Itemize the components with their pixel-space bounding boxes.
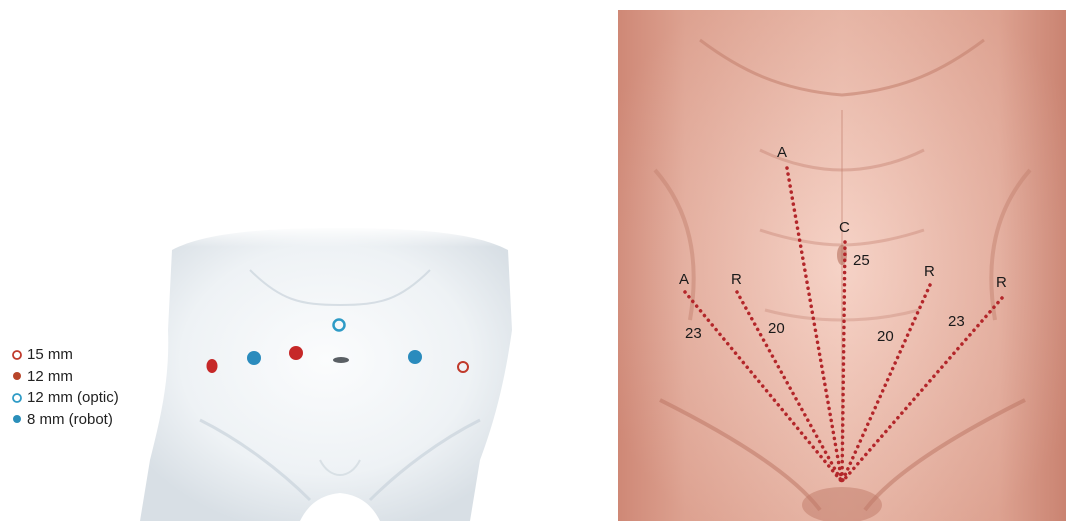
port-robot-left [247,351,261,365]
legend-item: 12 mm [10,366,119,388]
filled-blue-dot-icon [10,412,24,426]
port-robot-right [408,350,422,364]
skin-abdomen-diagram [618,10,1066,521]
port-12mm-midleft [289,346,303,360]
open-blue-circle-icon [10,391,24,405]
legend-label: 12 mm [27,368,73,385]
open-red-circle-icon [10,348,24,362]
legend-label: 12 mm (optic) [27,389,119,406]
legend-label: 15 mm [27,346,73,363]
port-size-legend: 15 mm 12 mm 12 mm (optic) 8 mm (robot) [10,344,119,430]
legend-item: 15 mm [10,344,119,366]
umbilicus [333,357,349,363]
legend-label: 8 mm (robot) [27,411,113,428]
port-12mm-left [207,359,218,373]
legend-item: 8 mm (robot) [10,409,119,431]
legend-item: 12 mm (optic) [10,387,119,409]
filled-red-dot-icon [10,369,24,383]
